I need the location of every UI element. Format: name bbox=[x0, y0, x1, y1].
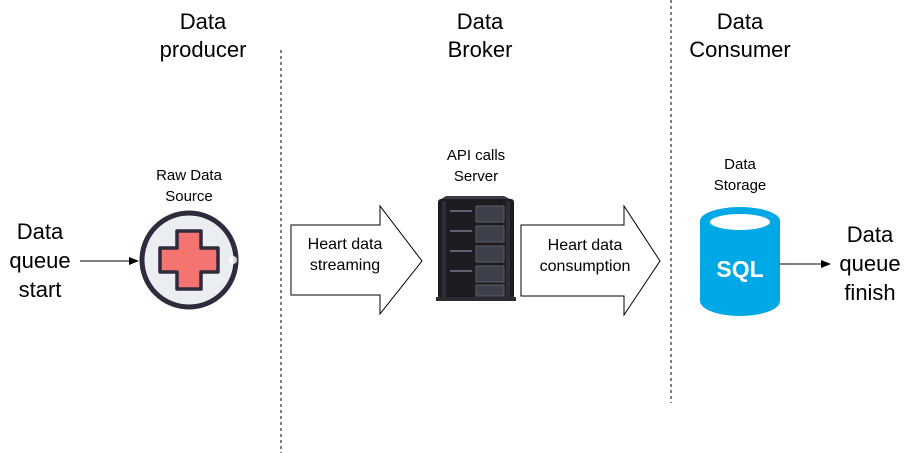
queue-finish-line3: finish bbox=[844, 280, 896, 305]
broker-column-title: Data Broker bbox=[420, 8, 540, 64]
data-storage-label: Data Storage bbox=[690, 154, 790, 196]
api-server-label: API calls Server bbox=[416, 145, 536, 187]
streaming-line2: streaming bbox=[309, 257, 381, 274]
queue-finish-line2: queue bbox=[839, 251, 901, 276]
queue-finish-line1: Data bbox=[846, 222, 894, 247]
queue-start-line1: Data bbox=[16, 219, 64, 244]
medical-cross-icon bbox=[139, 210, 239, 310]
consumption-line2: consumption bbox=[539, 258, 631, 275]
raw-source-line1: Raw Data bbox=[156, 167, 222, 184]
producer-title-line1: Data bbox=[179, 9, 227, 34]
server-line1: API calls bbox=[446, 147, 506, 164]
consumer-column-title: Data Consumer bbox=[680, 8, 800, 64]
queue-start-line2: queue bbox=[9, 248, 71, 273]
queue-finish-label: Data queue finish bbox=[830, 220, 910, 307]
queue-start-label: Data queue start bbox=[0, 217, 80, 304]
raw-source-line2: Source bbox=[165, 188, 213, 205]
storage-line2: Storage bbox=[713, 177, 767, 194]
streaming-block-arrow bbox=[290, 204, 423, 316]
consumption-line1: Heart data bbox=[547, 237, 623, 254]
server-line2: Server bbox=[453, 168, 499, 185]
sql-database-icon: SQL bbox=[700, 207, 780, 316]
queue-start-line3: start bbox=[18, 277, 62, 302]
consumer-title-line1: Data bbox=[716, 9, 764, 34]
streaming-line1: Heart data bbox=[307, 236, 383, 253]
consumer-title-line2: Consumer bbox=[689, 37, 791, 62]
broker-title-line2: Broker bbox=[447, 37, 513, 62]
broker-title-line1: Data bbox=[456, 9, 504, 34]
consumption-arrow-label: Heart data consumption bbox=[521, 235, 649, 277]
sql-label: SQL bbox=[716, 256, 763, 282]
producer-column-title: Data producer bbox=[143, 8, 263, 64]
producer-title-line2: producer bbox=[159, 37, 247, 62]
server-rack-icon bbox=[436, 196, 516, 301]
raw-data-source-label: Raw Data Source bbox=[134, 165, 244, 207]
storage-line1: Data bbox=[724, 156, 756, 173]
consumption-block-arrow bbox=[520, 204, 661, 317]
streaming-arrow-label: Heart data streaming bbox=[291, 234, 399, 276]
